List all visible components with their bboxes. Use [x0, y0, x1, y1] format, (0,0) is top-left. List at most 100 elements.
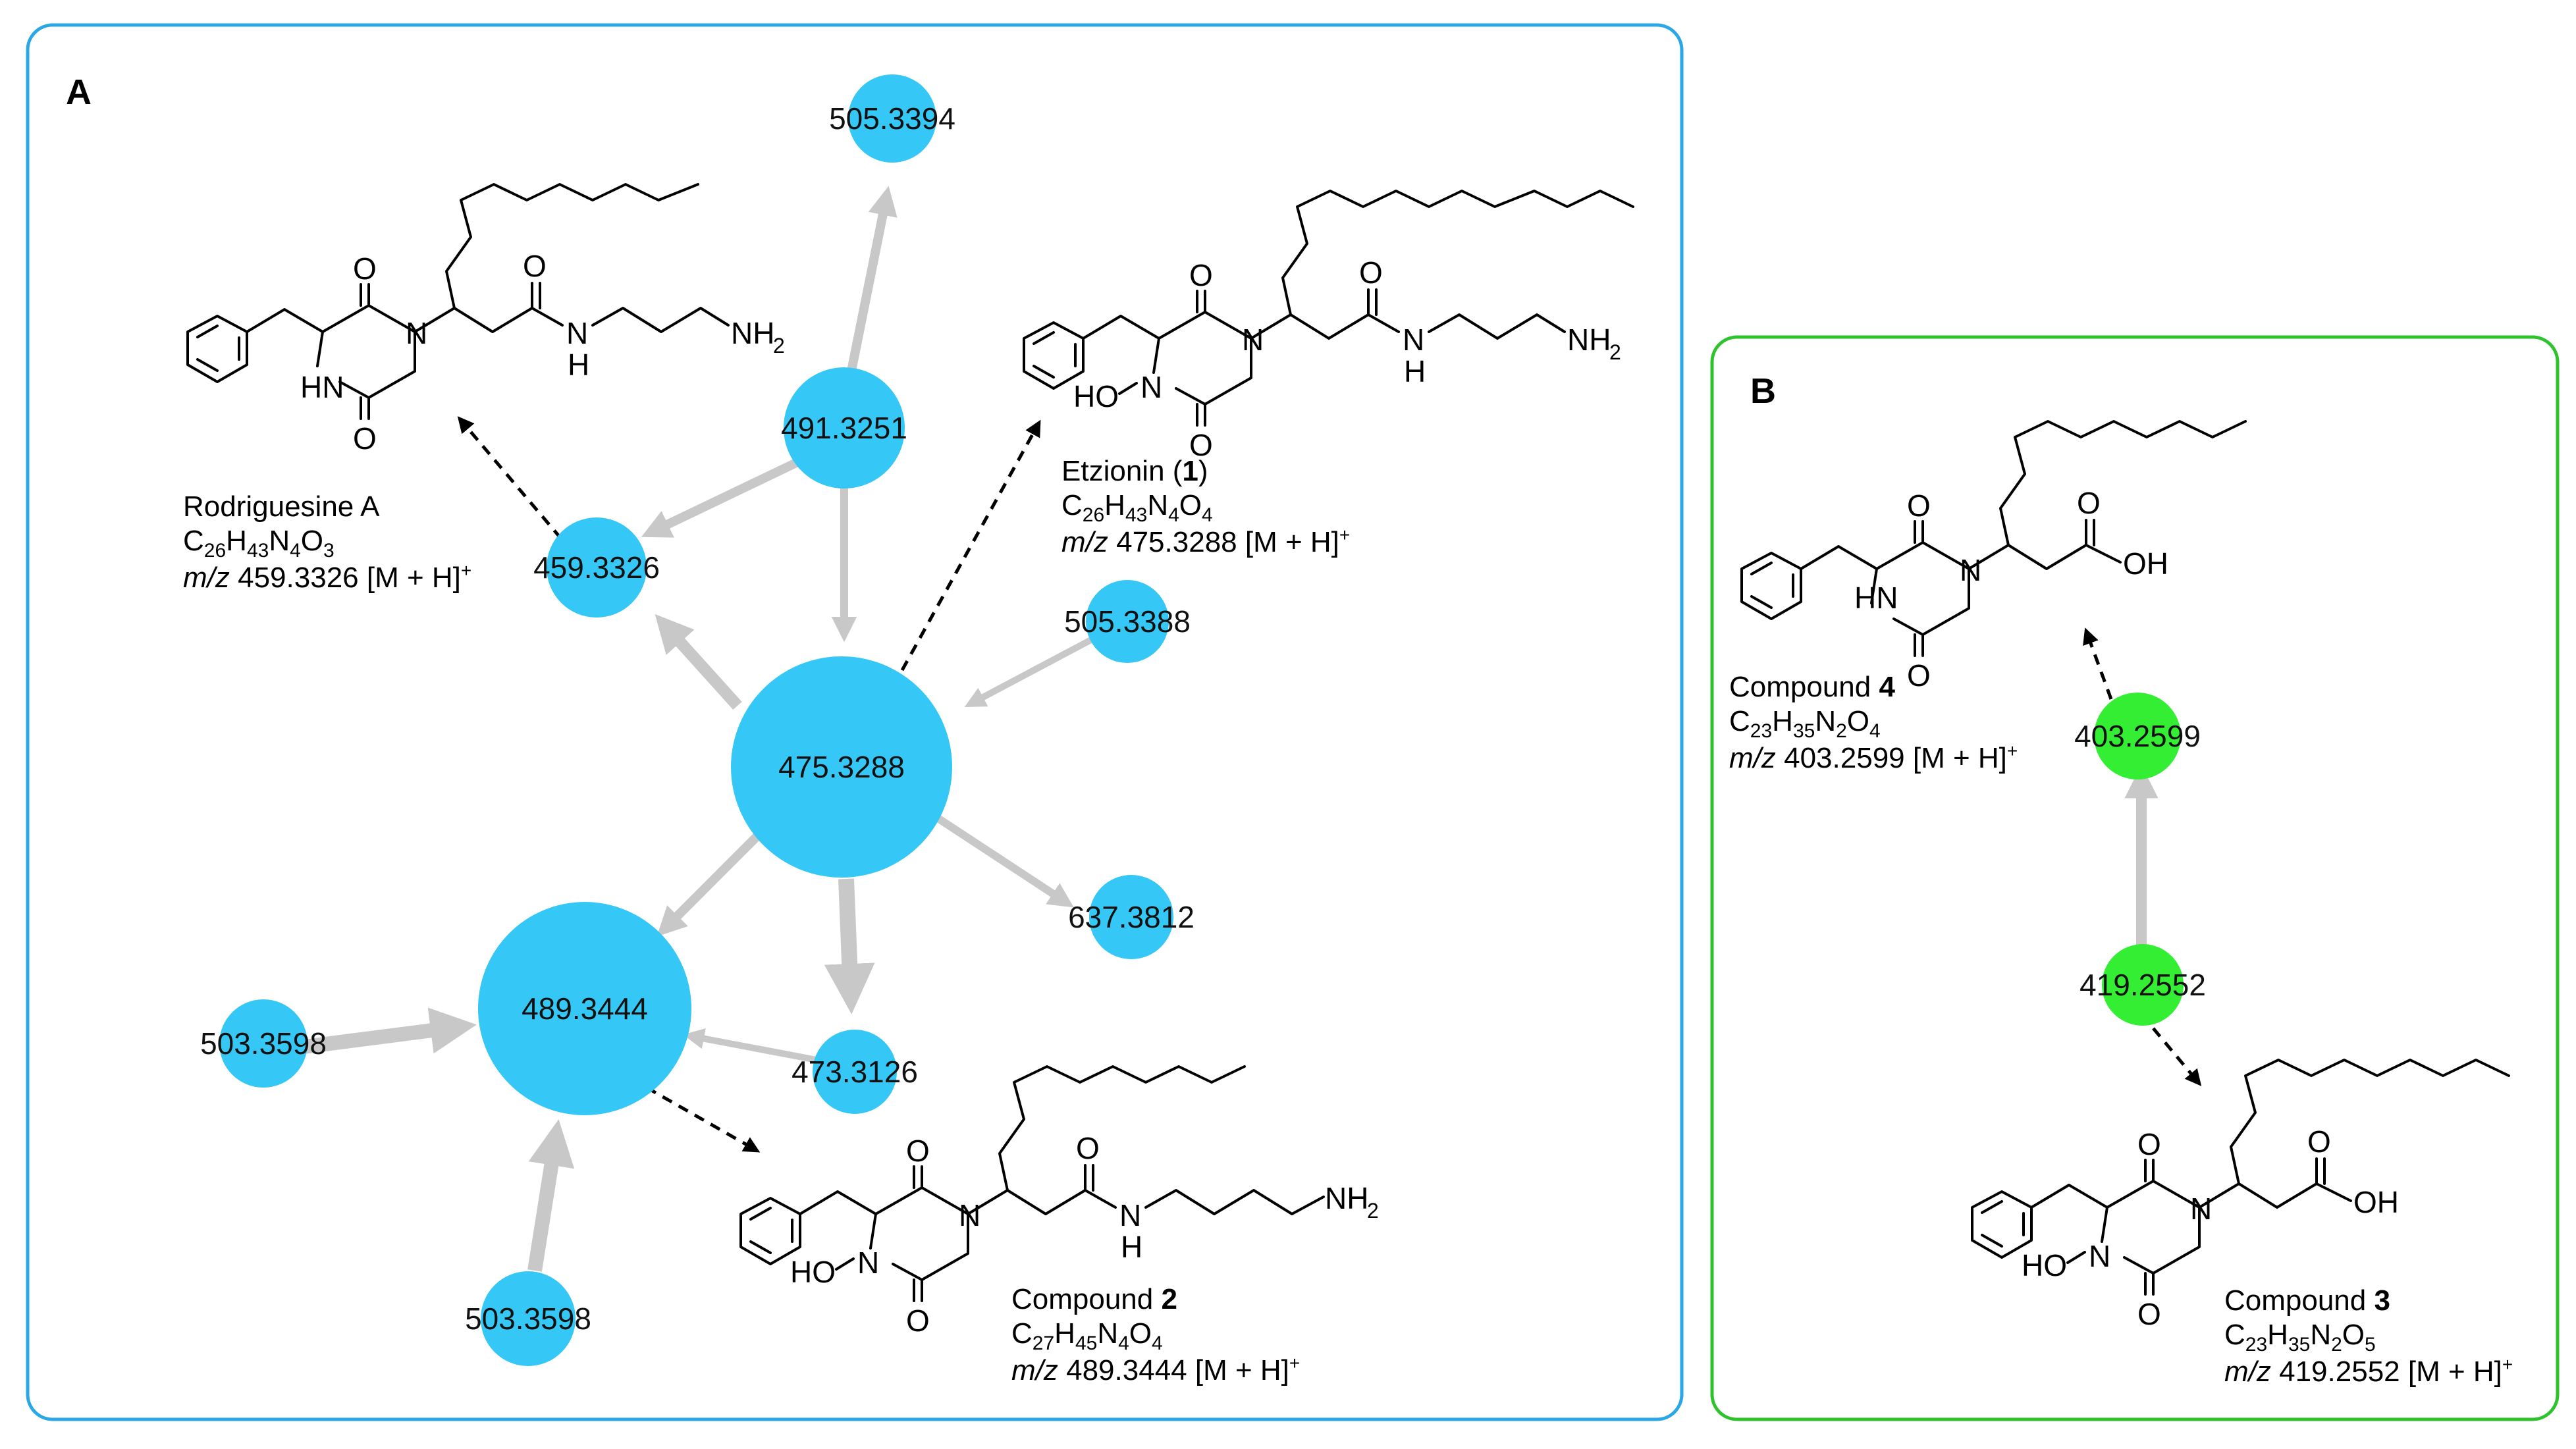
compound-formula: C26H43N4O3	[183, 525, 335, 562]
dashed-arrow-459-to-rodriguesine	[457, 416, 562, 540]
atom-label: HO	[2022, 1248, 2067, 1282]
compound-formula: C26H43N4O4	[1061, 489, 1213, 526]
compound-formula: C27H45N4O4	[1011, 1317, 1163, 1354]
structure-compound-3: O O N HO N O OH	[1971, 1059, 2510, 1331]
atom-label: H	[1121, 1230, 1142, 1264]
atom-label: O	[2137, 1127, 2161, 1161]
atom-label: N	[1119, 1198, 1141, 1232]
node-label: 489.3444	[522, 991, 648, 1026]
node-circle	[2094, 693, 2181, 779]
atom-label: NH	[1325, 1181, 1368, 1215]
panel-b-label: B	[1750, 371, 1776, 411]
compound-formula: C23H35N2O5	[2224, 1319, 2376, 1356]
atom-label: N	[1403, 323, 1424, 357]
node-circle	[219, 999, 308, 1088]
atom-label: O	[1076, 1131, 1100, 1165]
edge-505b-to-475	[964, 633, 1100, 708]
atom-label: N	[1242, 323, 1264, 357]
atom-label: N	[566, 316, 588, 350]
atom-label: HN	[1854, 581, 1898, 615]
compound-name: Compound 2	[1011, 1283, 1177, 1315]
structure-compound-2: O O N HO N O N H NH 2	[739, 1065, 1379, 1338]
edge-503bottom-to-489	[527, 1119, 575, 1272]
atom-label: H	[568, 348, 589, 382]
atom-label: 2	[773, 334, 785, 357]
network-nodes: 505.3394 491.3251 459.3326 505.3388 475.…	[200, 74, 2206, 1366]
node-circle	[784, 367, 905, 488]
atom-label: O	[523, 249, 547, 283]
node-label: 637.3812	[1068, 900, 1194, 934]
node-circle	[1089, 875, 1173, 959]
atom-label: 2	[1609, 340, 1621, 364]
structure-rodriguesine-a: O O HN N O N H NH 2	[186, 183, 785, 456]
compound-name: Etzionin (1)	[1061, 455, 1208, 487]
compound-name: Rodriguesine A	[183, 490, 380, 523]
annotation-arrows	[457, 416, 2202, 1153]
node-circle	[731, 656, 952, 878]
atom-label: N	[1140, 370, 1162, 404]
caption-rodriguesine-a: Rodriguesine A C26H43N4O3 m/z 459.3326 […	[183, 490, 471, 594]
compound-mz: m/z 403.2599 [M + H]+	[1729, 741, 2018, 774]
panel-a-frame	[26, 23, 1684, 1421]
atom-label: O	[906, 1304, 930, 1338]
panel-a-label: A	[66, 72, 92, 112]
atom-label: N	[857, 1246, 879, 1280]
atom-label: OH	[2353, 1185, 2399, 1219]
node-label: 503.3598	[465, 1302, 591, 1336]
atom-label: OH	[2123, 546, 2168, 581]
node-circle	[848, 74, 936, 163]
caption-compound-3: Compound 3 C23H35N2O5 m/z 419.2552 [M + …	[2224, 1284, 2513, 1388]
atom-label: N	[2089, 1239, 2110, 1273]
atom-label: HO	[790, 1255, 836, 1289]
edge-475-to-459	[655, 614, 742, 710]
atom-label: O	[1359, 255, 1383, 290]
compound-name: Compound 4	[1729, 671, 1895, 703]
node-label: 503.3598	[200, 1026, 327, 1061]
edge-475-to-473	[824, 878, 875, 1014]
node-label: 475.3288	[778, 750, 905, 784]
edge-475-to-637	[932, 812, 1074, 908]
structure-etzionin: O O N HO N O N H NH 2	[1023, 190, 1634, 462]
atom-label: O	[353, 421, 377, 456]
dashed-arrow-489-to-compound2	[645, 1086, 761, 1153]
atom-label: H	[1404, 354, 1426, 388]
edge-503left-to-489	[303, 1007, 477, 1054]
atom-label: O	[2137, 1297, 2161, 1331]
dashed-arrow-475-to-etzionin	[900, 419, 1041, 672]
dashed-arrow-419-to-compound3	[2152, 1027, 2202, 1086]
compound-mz: m/z 475.3288 [M + H]+	[1061, 525, 1350, 558]
atom-label: O	[1907, 488, 1931, 523]
node-circle	[1086, 580, 1169, 663]
compound-formula: C23H35N2O4	[1729, 705, 1881, 742]
node-circle	[481, 1271, 576, 1366]
atom-label: O	[906, 1134, 930, 1168]
atom-label: NH	[1567, 323, 1611, 357]
atom-label: O	[353, 251, 377, 286]
compound-mz: m/z 489.3444 [M + H]+	[1011, 1353, 1300, 1386]
node-circle	[547, 517, 647, 618]
node-label: 473.3126	[792, 1055, 918, 1089]
node-label: 505.3394	[829, 101, 955, 136]
edge-475-to-489	[657, 833, 761, 937]
structure-compound-4: O O HN N O OH	[1740, 420, 2247, 693]
atom-label: O	[2077, 486, 2101, 520]
node-circle	[2102, 944, 2184, 1026]
atom-label: HN	[300, 370, 344, 404]
caption-compound-2: Compound 2 C27H45N4O4 m/z 489.3444 [M + …	[1011, 1283, 1300, 1386]
atom-label: 2	[1367, 1199, 1379, 1223]
node-label: 419.2552	[2080, 968, 2206, 1002]
atom-label: O	[1189, 258, 1213, 292]
atom-label: HO	[1073, 379, 1119, 413]
dashed-arrow-403-to-compound4	[2083, 627, 2113, 700]
node-label: 403.2599	[2074, 719, 2201, 753]
node-circle	[813, 1030, 897, 1114]
atom-label: N	[2190, 1192, 2212, 1226]
edge-473-to-489	[683, 1028, 817, 1063]
atom-label: N	[406, 316, 427, 350]
compound-mz: m/z 419.2552 [M + H]+	[2224, 1354, 2513, 1388]
atom-label: O	[1189, 428, 1213, 462]
caption-etzionin: Etzionin (1) C26H43N4O4 m/z 475.3288 [M …	[1061, 455, 1350, 558]
atom-label: NH	[731, 316, 774, 350]
caption-compound-4: Compound 4 C23H35N2O4 m/z 403.2599 [M + …	[1729, 671, 2018, 774]
